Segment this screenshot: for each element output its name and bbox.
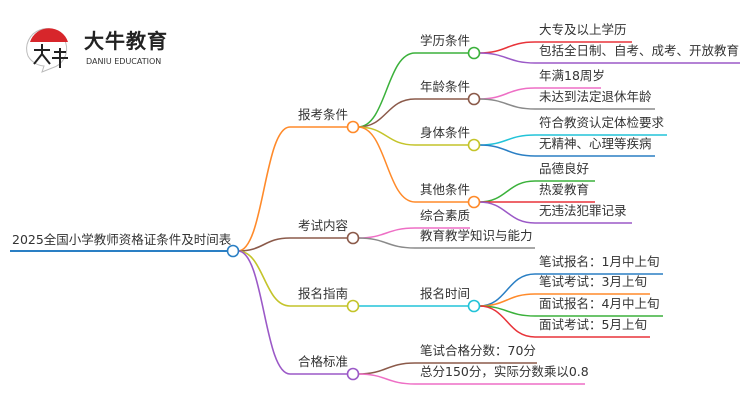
branch-node[interactable] — [346, 120, 360, 134]
sub-topic[interactable]: 报名时间 — [420, 286, 471, 301]
branch-4[interactable]: 合格标准 — [298, 354, 349, 369]
leaf-topic[interactable]: 年满18周岁 — [539, 68, 605, 83]
leaf-topic[interactable]: 符合教资认定体检要求 — [539, 115, 665, 130]
branch-connector — [237, 250, 353, 307]
sub-topic[interactable]: 其他条件 — [420, 182, 471, 197]
branch-connector — [237, 126, 353, 252]
branch-1[interactable]: 报考条件 — [298, 107, 349, 122]
logo: 大牛教育 DANIU EDUCATION — [22, 26, 212, 74]
sub-node[interactable] — [467, 195, 481, 209]
branch-2[interactable]: 考试内容 — [298, 218, 349, 233]
sub-connector — [357, 98, 474, 128]
branch-node[interactable] — [346, 367, 360, 381]
leaf-connector — [478, 52, 740, 64]
leaf-connector — [478, 273, 663, 307]
leaf-topic[interactable]: 笔试合格分数：70分 — [420, 343, 536, 358]
leaf-topic[interactable]: 总分150分，实际分数乘以0.8 — [420, 364, 589, 379]
leaf-topic[interactable]: 未达到法定退休年龄 — [539, 89, 652, 104]
leaf-topic[interactable]: 笔试报名：1月中上旬 — [539, 254, 660, 269]
leaf-topic[interactable]: 综合素质 — [420, 208, 471, 223]
root-node[interactable] — [226, 244, 240, 258]
leaf-topic[interactable]: 包括全日制、自考、成考、开放教育 — [539, 43, 740, 58]
sub-topic[interactable]: 学历条件 — [420, 33, 471, 48]
leaf-topic[interactable]: 大专及以上学历 — [539, 22, 627, 37]
root-topic[interactable]: 2025全国小学教师资格证条件及时间表 — [12, 232, 232, 247]
leaf-connector — [478, 293, 650, 307]
leaf-topic[interactable]: 面试考试：5月上旬 — [539, 317, 647, 332]
sub-connector — [357, 52, 474, 128]
leaf-topic[interactable]: 教育教学知识与能力 — [420, 228, 533, 243]
leaf-connector — [478, 144, 655, 157]
branch-3[interactable]: 报名指南 — [298, 286, 349, 301]
leaf-topic[interactable]: 无违法犯罪记录 — [539, 203, 627, 218]
sub-topic[interactable]: 年龄条件 — [420, 79, 471, 94]
leaf-topic[interactable]: 面试报名：4月中上旬 — [539, 296, 660, 311]
leaf-topic[interactable]: 品德良好 — [539, 161, 590, 176]
sub-connector — [357, 126, 474, 146]
leaf-connector — [478, 201, 632, 224]
sub-topic[interactable]: 身体条件 — [420, 125, 471, 140]
sub-node[interactable] — [467, 138, 481, 152]
leaf-connector — [357, 373, 585, 385]
leaf-connector — [357, 362, 537, 375]
leaf-connector — [478, 41, 632, 54]
leaf-connector — [478, 305, 650, 338]
branch-node[interactable] — [346, 299, 360, 313]
sub-node[interactable] — [467, 299, 481, 313]
leaf-connector — [478, 98, 655, 110]
sub-connector — [357, 126, 474, 203]
leaf-topic[interactable]: 无精神、心理等疾病 — [539, 136, 652, 151]
logo-mark-icon — [26, 28, 68, 73]
sub-node[interactable] — [467, 92, 481, 106]
leaf-connector — [357, 227, 470, 239]
branch-node[interactable] — [346, 231, 360, 245]
sub-node[interactable] — [467, 46, 481, 60]
leaf-connector — [478, 87, 601, 100]
leaf-topic[interactable]: 笔试考试：3月上旬 — [539, 274, 647, 289]
logo-subtitle: DANIU EDUCATION — [86, 57, 162, 66]
leaf-topic[interactable]: 热爱教育 — [539, 182, 590, 197]
logo-title: 大牛教育 — [84, 29, 168, 53]
branch-connector — [237, 237, 353, 252]
branch-connector — [237, 250, 353, 375]
leaf-connector — [357, 237, 535, 249]
